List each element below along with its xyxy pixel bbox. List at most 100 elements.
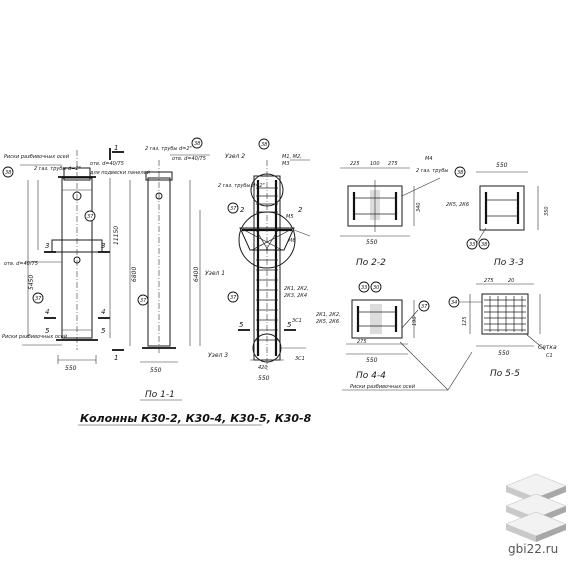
dim-20: 20 xyxy=(508,278,514,284)
dim-550-f: 550 xyxy=(366,357,378,364)
dim-275-a: 275 xyxy=(388,161,398,167)
svg-text:33: 33 xyxy=(469,242,475,248)
svg-text:37: 37 xyxy=(421,304,428,310)
cut-mark-1: 1 xyxy=(114,144,118,152)
dim-420: 420 xyxy=(258,365,268,371)
reinforcement-cage xyxy=(238,159,311,370)
svg-text:33: 33 xyxy=(361,285,367,291)
dim-350: 350 xyxy=(544,206,550,216)
cut-mark-5d: 5 xyxy=(287,321,292,329)
dim-550-c: 550 xyxy=(258,375,270,382)
note-otv-top: отв. d=40/75 xyxy=(90,161,124,167)
dim-6800: 6800 xyxy=(131,267,138,282)
cut-mark-5c: 5 xyxy=(239,321,244,329)
dim-5450: 5450 xyxy=(28,275,35,290)
bubble-33-b: 33 xyxy=(358,281,370,293)
mark-k3: 2К5, 2К6 xyxy=(446,202,469,208)
dim-190: 190 xyxy=(412,316,418,326)
dim-550-b: 550 xyxy=(150,367,162,374)
section-3-3 xyxy=(475,171,539,245)
section-label-5-5: По 5-5 xyxy=(490,369,520,379)
label-node-1: Узел 1 xyxy=(205,270,225,277)
note-risk-center: Риски разбивочных осей xyxy=(350,384,416,390)
mark-k1-b: 2К1, 2К2, xyxy=(316,312,341,318)
svg-text:37: 37 xyxy=(230,206,237,212)
dim-275-c: 275 xyxy=(484,278,494,284)
section-label-4-4: По 4-4 xyxy=(356,371,386,381)
mark-m2: М3 xyxy=(282,161,290,167)
svg-text:38: 38 xyxy=(457,170,463,176)
stacked-slabs-icon xyxy=(505,473,567,542)
dim-340: 340 xyxy=(416,202,422,212)
svg-text:37: 37 xyxy=(230,295,237,301)
mark-k4: 3С1 xyxy=(292,318,302,324)
bubble-37-e: 37 xyxy=(227,291,239,303)
dim-275-b: 275 xyxy=(357,339,367,345)
section-label-2-2: По 2-2 xyxy=(356,258,386,268)
cut-mark-1b: 1 xyxy=(114,354,118,362)
dim-125: 125 xyxy=(462,316,468,326)
dim-550-g: 550 xyxy=(498,350,510,357)
dim-100: 100 xyxy=(370,161,380,167)
bubble-38-c: 38 xyxy=(258,138,270,150)
note-pipe-4: 2 газ. трубы xyxy=(416,168,448,174)
svg-text:30: 30 xyxy=(373,285,379,291)
mark-k1: 2К1, 2К2, xyxy=(284,286,309,292)
bubble-37-b: 37 xyxy=(32,292,44,304)
bubble-37-c: 37 xyxy=(137,294,149,306)
dim-225: 225 xyxy=(350,161,360,167)
bubble-37-f: 37 xyxy=(418,300,430,312)
section-2-2 xyxy=(340,167,441,237)
dim-550-a: 550 xyxy=(65,365,77,372)
section-4-4 xyxy=(346,299,419,355)
watermark-site: gbi22.ru xyxy=(508,542,558,556)
bubble-37-d: 37 xyxy=(227,202,239,214)
note-mesh: Сетка xyxy=(538,344,557,351)
svg-text:37: 37 xyxy=(87,214,94,220)
dim-550-e: 550 xyxy=(496,162,508,169)
bubble-33: 33 xyxy=(466,238,478,250)
svg-text:38: 38 xyxy=(261,142,267,148)
bubble-37-a: 37 xyxy=(84,210,96,222)
note-risk-bottom: Риски разбивочных осей xyxy=(2,334,68,340)
section-5-5 xyxy=(460,283,546,351)
note-pipe-1: 2 газ. трубы d=2" xyxy=(34,166,81,172)
note-otv-left: отв. d=40/75 xyxy=(4,261,38,267)
cut-mark-5: 5 xyxy=(45,327,50,335)
mark-k3-b: 2К5, 2К6 xyxy=(316,319,339,325)
drawing-title: Колонны К30-2, К30-4, К30-5, К30-8 xyxy=(80,412,312,425)
cut-mark-3: 3 xyxy=(45,242,49,250)
note-fixing: для подвески панелей xyxy=(89,170,151,176)
bubble-30: 30 xyxy=(370,281,382,293)
label-node-2: Узел 2 xyxy=(225,153,245,160)
svg-text:38: 38 xyxy=(481,242,487,248)
svg-text:38: 38 xyxy=(5,170,11,176)
mark-k5: 3С1 xyxy=(295,356,305,362)
mark-k2: 2К3, 2К4 xyxy=(284,293,307,299)
note-pipe-2: 2 газ. трубы d=2" xyxy=(145,146,192,152)
note-pipe-3: 2 газ. трубы d=2" xyxy=(218,183,265,189)
svg-text:37: 37 xyxy=(35,296,42,302)
cut-mark-4b: 4 xyxy=(101,308,105,316)
cut-mark-2: 2 xyxy=(298,206,303,214)
column-elevation-left xyxy=(20,150,111,364)
column-section-1-1 xyxy=(112,151,210,363)
mark-m5: М6 xyxy=(288,238,296,244)
mark-m3: М4 xyxy=(425,156,433,162)
dim-550-d: 550 xyxy=(366,239,378,246)
dim-11150: 11150 xyxy=(113,226,120,245)
cut-mark-3b: 3 xyxy=(101,242,105,250)
svg-text:34: 34 xyxy=(451,300,457,306)
label-node-3: Узел 3 xyxy=(208,352,228,359)
note-mesh-c: С1 xyxy=(546,353,553,359)
cut-mark-5b: 5 xyxy=(101,327,106,335)
cut-mark-4: 4 xyxy=(45,308,49,316)
svg-text:38: 38 xyxy=(194,141,200,147)
note-risk-top: Риски разбивочных осей xyxy=(4,154,70,160)
bubble-38-e: 38 xyxy=(478,238,490,250)
bubble-38-b: 38 xyxy=(191,137,203,149)
dim-6400: 6400 xyxy=(193,267,200,282)
cut-mark-2b: 2 xyxy=(240,206,245,214)
bubble-38-a: 38 xyxy=(2,166,14,178)
